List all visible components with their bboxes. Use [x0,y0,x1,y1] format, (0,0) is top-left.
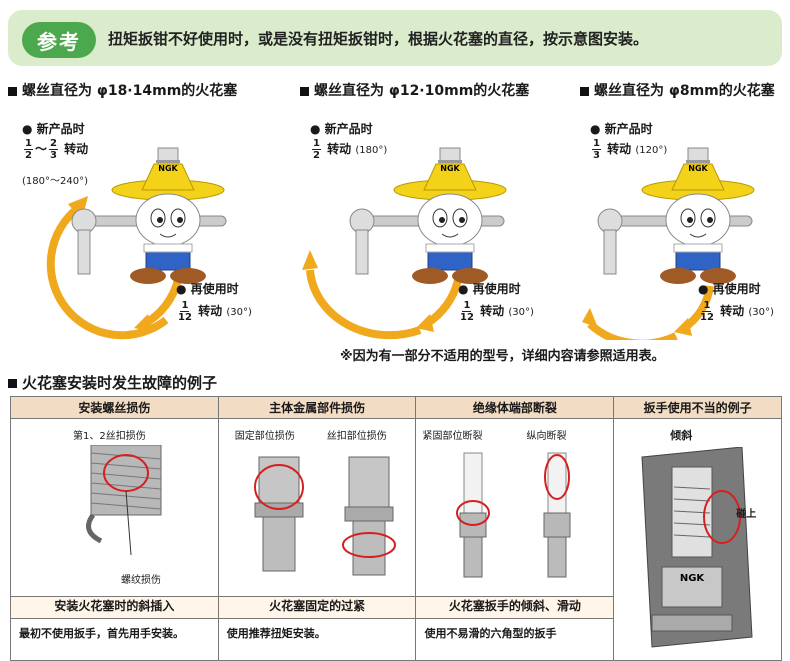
contact-label: 碰上 [736,509,757,520]
tip-thread-damage: 最初不使用扳手，首先用手安装。 [10,618,219,661]
cause-thread-damage: 安装火花塞时的斜插入 [10,596,219,619]
thread-damage-bottom-label: 螺纹损伤 [121,575,161,586]
cause-shell-damage: 火花塞固定的过紧 [217,596,417,619]
panel-title: 螺丝直径为 φ12·10mm的火花塞 [300,80,529,100]
new-label: 新产品时 [36,122,85,136]
new-label: 新产品时 [604,122,653,136]
panel-title: 螺丝直径为 φ18·14mm的火花塞 [8,80,237,100]
header-shell-damage: 主体金属部件损伤 [217,396,417,419]
note-bar: 参考 扭矩扳钳不好使用时，或是没有扭矩扳钳时，根据火花塞的直径，按示意图安装。 [8,10,782,66]
svg-text:NGK: NGK [688,164,708,173]
thread-damage-top-label: 第1、2丝扣损伤 [73,431,146,442]
wrench-misuse-image-cell: 倾斜 NGK 碰上 [613,418,782,661]
shell-damage-images [253,456,396,576]
section-title: 火花塞安装时发生故障的例子 [8,372,217,393]
svg-text:NGK: NGK [440,164,460,173]
wrench-socket-diagram: NGK [641,447,753,648]
thread-part-damage-label: 丝扣部位损伤 [326,431,387,442]
tightening-illustration: NGK [302,147,507,340]
footnote: ※因为有一部分不适用的型号，详细内容请参照适用表。 [340,349,665,364]
vertical-break-label: 纵向断裂 [526,431,567,442]
svg-text:NGK: NGK [158,164,178,173]
panel-title: 螺丝直径为 φ8mm的火花塞 [580,80,775,100]
cause-insulator-break: 火花塞扳手的倾斜、滑动 [415,596,615,619]
tight-break-label: 紧固部位断裂 [422,431,483,442]
svg-text:NGK: NGK [680,573,706,584]
reuse-label: 再使用时 [712,282,761,296]
note-badge: 参考 [22,22,96,58]
table-header-row: 安装螺丝损伤 主体金属部件损伤 绝缘体端部断裂 扳手使用不当的例子 [10,396,782,419]
tilt-label: 倾斜 [670,429,693,442]
insulator-break-images [456,452,571,578]
insulator-break-image-cell: 紧固部位断裂 纵向断裂 [415,418,615,597]
new-degrees: (180°～240°) [22,176,88,187]
header-insulator-break: 绝缘体端部断裂 [415,396,615,419]
tip-insulator-break: 使用不易滑的六角型的扳手 [415,618,615,661]
fixed-damage-label: 固定部位损伤 [234,431,295,442]
tightening-illustration: NGK [46,147,227,340]
header-wrench-misuse: 扳手使用不当的例子 [613,396,782,419]
reuse-label: 再使用时 [190,282,239,296]
header-thread-damage: 安装螺丝损伤 [10,396,219,419]
shell-damage-image-cell: 固定部位损伤 丝扣部位损伤 [217,418,417,597]
thread-damage-image-cell: 第1、2丝扣损伤 螺纹损伤 [10,418,219,597]
damaged-thread-plug-image [86,445,162,556]
new-label: 新产品时 [324,122,373,136]
tightening-illustration: NGK [582,147,755,340]
fault-examples-table: 安装螺丝损伤 主体金属部件损伤 绝缘体端部断裂 扳手使用不当的例子 第1、2丝扣… [10,396,782,661]
note-text: 扭矩扳钳不好使用时，或是没有扭矩扳钳时，根据火花塞的直径，按示意图安装。 [108,30,649,48]
reuse-label: 再使用时 [472,282,521,296]
tip-shell-damage: 使用推荐扭矩安装。 [217,618,417,661]
